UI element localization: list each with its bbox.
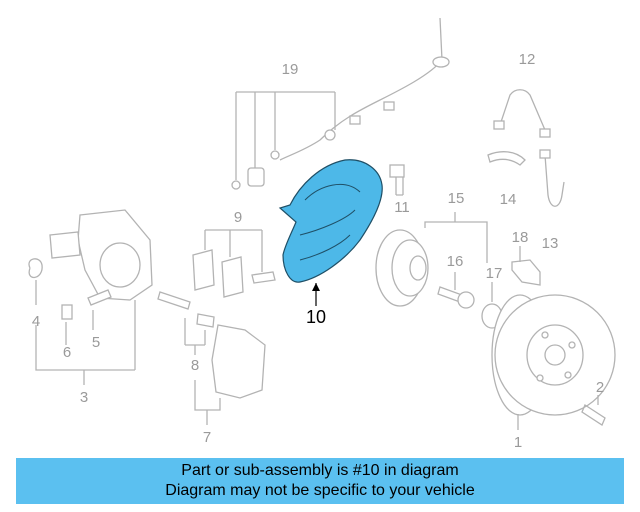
part-15-wheel-hub — [375, 212, 488, 307]
part-9-brake-pads — [192, 229, 276, 298]
part-2-disc-bolt — [581, 395, 606, 426]
callout-7: 7 — [203, 429, 211, 446]
part-19-sensor-cable — [231, 17, 450, 190]
part-10-backing-plate[interactable] — [278, 159, 383, 306]
callout-2: 2 — [596, 379, 604, 396]
part-11-bolt — [389, 164, 405, 196]
callout-19: 19 — [282, 61, 299, 78]
part-18-bracket — [511, 246, 541, 286]
callout-10-arrow — [312, 283, 320, 291]
callout-9: 9 — [234, 209, 242, 226]
banner-line-2: Diagram may not be specific to your vehi… — [165, 482, 475, 499]
callout-12: 12 — [519, 51, 536, 68]
callout-17: 17 — [486, 265, 503, 282]
callout-13: 13 — [542, 235, 559, 252]
parts-diagram: 1 2 3 4 5 6 7 8 9 10 11 12 13 14 15 16 1… — [28, 17, 616, 450]
part-8-guide-bolts — [157, 291, 215, 355]
callout-3: 3 — [80, 389, 88, 406]
banner-line-1: Part or sub-assembly is #10 in diagram — [181, 462, 459, 479]
part-12-brake-hose — [493, 89, 551, 138]
callout-18: 18 — [512, 229, 529, 246]
callout-14: 14 — [500, 191, 517, 208]
part-14-clip — [487, 151, 526, 166]
caliper-assembly — [28, 209, 153, 385]
callout-11: 11 — [394, 199, 410, 216]
part-1-brake-disc — [491, 294, 616, 430]
callout-10: 10 — [306, 307, 326, 327]
info-banner: Part or sub-assembly is #10 in diagram D… — [16, 458, 624, 504]
callout-4: 4 — [32, 313, 40, 330]
callout-16: 16 — [447, 253, 464, 270]
callout-5: 5 — [92, 334, 100, 351]
callout-1: 1 — [514, 434, 522, 450]
callout-8: 8 — [191, 357, 199, 374]
callout-15: 15 — [448, 190, 465, 207]
part-16-axle-bolt — [437, 272, 475, 309]
callout-6: 6 — [63, 344, 71, 361]
part-13-brake-line — [539, 149, 565, 207]
part-7-caliper-carrier — [194, 324, 266, 425]
